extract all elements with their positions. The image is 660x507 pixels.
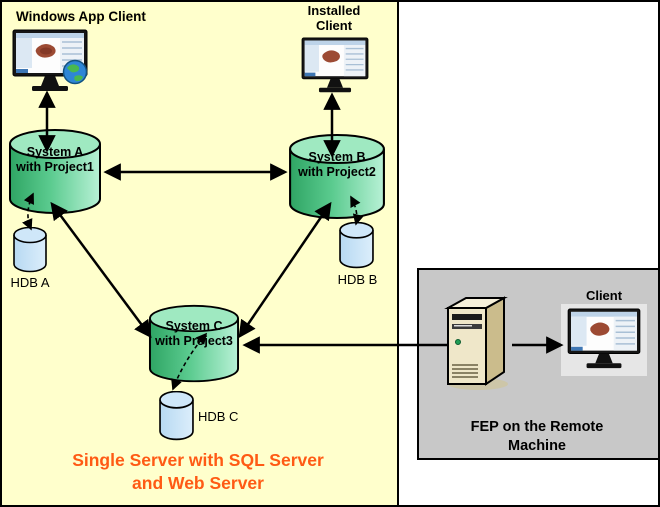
hdb-b-cylinder — [339, 221, 374, 269]
panel-title: Single Server with SQL Server and Web Se… — [72, 450, 324, 493]
remote-client-monitor-icon — [567, 308, 641, 370]
system-c-label: System C with Project3 — [155, 319, 233, 348]
installed-client-label: Installed Client — [294, 3, 374, 33]
system-b-cylinder: System B with Project2 — [288, 133, 386, 221]
windows-app-client-label: Windows App Client — [16, 9, 146, 24]
installed-client-label-line2: Client — [315, 18, 353, 33]
hdb-a-cylinder — [13, 226, 47, 273]
installed-client-label-line1: Installed — [307, 3, 361, 18]
installed-client-monitor-icon — [301, 37, 369, 94]
remote-panel-caption: FEP on the Remote Machine — [470, 419, 604, 454]
windows-app-client-monitor-icon — [12, 29, 88, 93]
hdb-c-label: HDB C — [198, 409, 239, 424]
remote-client-label: Client — [585, 288, 623, 303]
system-a-cylinder: System A with Project1 — [8, 128, 102, 216]
hdb-c-cylinder — [159, 390, 194, 441]
fep-server-tower-icon — [438, 294, 510, 390]
system-a-label: System A with Project1 — [16, 145, 94, 174]
hdb-a-label: HDB A — [10, 275, 50, 290]
hdb-b-label: HDB B — [337, 272, 378, 287]
globe-icon — [62, 59, 88, 85]
system-c-cylinder: System C with Project3 — [148, 304, 240, 384]
system-b-label: System B with Project2 — [298, 150, 376, 179]
